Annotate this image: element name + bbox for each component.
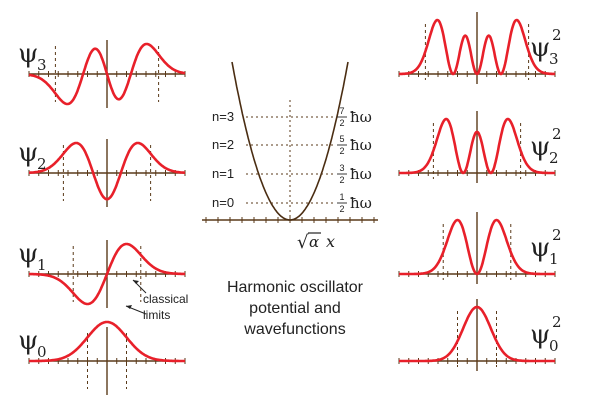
psi-symbol: ψ	[18, 138, 38, 168]
caption-line1: Harmonic oscillator	[226, 279, 364, 296]
potential-axis-ticks	[205, 217, 375, 223]
energy-unit: ħω	[350, 165, 372, 183]
energy-denominator: 2	[339, 175, 344, 185]
energy-level-label: n=3	[212, 109, 234, 124]
caption-line2: potential and	[249, 300, 341, 317]
psi-symbol: ψ	[530, 320, 550, 350]
psi-superscript: 2	[552, 125, 562, 143]
wavefunction-curve	[398, 117, 556, 175]
right-panel-0: ψ0 2	[398, 299, 562, 371]
wavefunction-curve	[28, 42, 186, 106]
psi-subscript: 1	[37, 256, 47, 274]
energy-numerator: 7	[339, 106, 344, 116]
psi-superscript: 2	[552, 313, 562, 331]
arrowhead-lower-icon	[126, 305, 132, 309]
wavefunction-curve	[28, 320, 186, 363]
energy-level-2: n=2 5 2 ħω	[212, 134, 372, 156]
psi-symbol: ψ	[530, 233, 550, 263]
psi-symbol: ψ	[18, 239, 38, 269]
left-panel-0: ψ0	[18, 320, 186, 395]
caption-line3: wavefunctions	[244, 321, 346, 338]
wavefunction-curve	[398, 18, 556, 76]
energy-unit: ħω	[350, 194, 372, 212]
psi-subscript: 3	[549, 50, 559, 68]
wavefunction-curve	[28, 242, 186, 306]
psi-subscript: 1	[549, 250, 559, 268]
right-panel-2: ψ2 2	[398, 111, 562, 183]
arrowhead-upper-icon	[133, 280, 139, 284]
diagram-caption: Harmonic oscillator potential and wavefu…	[205, 277, 385, 340]
potential-axis-label: √ α x	[297, 232, 335, 253]
right-panel-1: ψ1 2	[398, 212, 562, 284]
energy-level-label: n=0	[212, 195, 234, 210]
annotation-line2: limits	[143, 308, 170, 322]
energy-level-1: n=1 3 2 ħω	[212, 163, 372, 185]
psi-subscript: 0	[549, 337, 559, 355]
annotation-line1: classical	[143, 292, 188, 306]
energy-numerator: 1	[339, 192, 344, 202]
sqrt-symbol: √	[297, 232, 309, 253]
left-panel-3: ψ3	[18, 39, 186, 108]
energy-level-label: n=1	[212, 166, 234, 181]
alpha-symbol: α	[309, 233, 319, 251]
wavefunction-curve	[398, 305, 556, 363]
energy-denominator: 2	[339, 204, 344, 214]
energy-level-0: n=0 1 2 ħω	[212, 192, 372, 214]
energy-denominator: 2	[339, 146, 344, 156]
potential-well-diagram: n=0 1 2 ħω n=1 3 2 ħω n=2 5 2 ħω n=3 7 2 ħω √ α x	[202, 61, 378, 253]
psi-subscript: 0	[37, 343, 47, 361]
energy-levels: n=0 1 2 ħω n=1 3 2 ħω n=2 5 2 ħω n=3 7 2 ħω	[212, 106, 372, 214]
psi-symbol: ψ	[530, 132, 550, 162]
energy-numerator: 3	[339, 163, 344, 173]
psi-symbol: ψ	[530, 33, 550, 63]
psi-subscript: 2	[549, 149, 559, 167]
energy-numerator: 5	[339, 134, 344, 144]
energy-unit: ħω	[350, 108, 372, 126]
psi-subscript: 3	[37, 56, 47, 74]
left-panel-1: ψ1	[18, 239, 186, 308]
energy-denominator: 2	[339, 118, 344, 128]
right-panel-3: ψ3 2	[398, 12, 562, 84]
energy-level-label: n=2	[212, 137, 234, 152]
wavefunction-curve	[398, 218, 556, 276]
x-variable: x	[326, 232, 335, 251]
psi-subscript: 2	[37, 155, 47, 173]
psi-superscript: 2	[552, 26, 562, 44]
wavefunction-curve	[28, 141, 186, 201]
left-panel-2: ψ2	[18, 138, 186, 207]
classical-limits-annotation: classical limits	[125, 279, 188, 322]
psi-symbol: ψ	[18, 39, 38, 69]
energy-unit: ħω	[350, 136, 372, 154]
energy-level-3: n=3 7 2 ħω	[212, 106, 372, 128]
psi-superscript: 2	[552, 226, 562, 244]
psi-symbol: ψ	[18, 326, 38, 356]
potential-parabola	[231, 61, 349, 221]
